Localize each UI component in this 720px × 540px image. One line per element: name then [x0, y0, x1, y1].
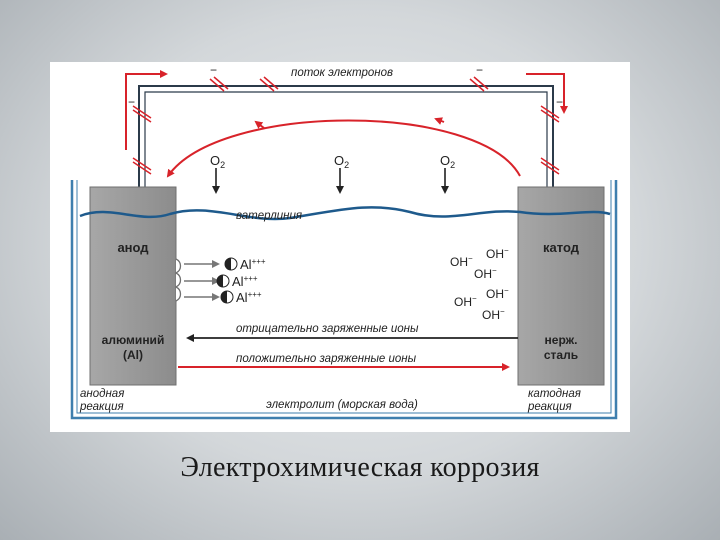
oxygen-label-3: O2	[440, 153, 455, 170]
al-ion-label-1: Al+++	[240, 257, 266, 272]
anode-pits	[174, 258, 182, 302]
oxygen-arrows	[212, 168, 449, 194]
anode-material-line1: алюминий	[102, 333, 165, 347]
electron-flow-arrow-left	[125, 70, 168, 150]
hydroxide-label-5: OH−	[454, 294, 477, 309]
cathode-reaction-line1: катодная	[528, 388, 581, 400]
cathode-title: катод	[543, 240, 580, 255]
negative-ions-label: отрицательно заряженные ионы	[236, 323, 419, 335]
hydroxide-label-3: OH−	[474, 266, 497, 281]
hydroxide-label-2: OH−	[486, 246, 509, 261]
electron-flow-label: поток электронов	[291, 67, 393, 79]
oxygen-label-1: O2	[210, 153, 225, 170]
cathode-plate	[517, 186, 605, 386]
electron-sign-4: −	[556, 95, 563, 109]
al-ion-markers	[216, 257, 238, 304]
anode-material-line2: (Al)	[123, 348, 143, 362]
anode-plate	[89, 186, 177, 386]
hydroxide-label-6: OH−	[482, 307, 505, 322]
electron-sign-2: −	[476, 63, 483, 77]
anode-title: анод	[117, 240, 149, 255]
diagram-canvas: поток электронов − − − − O2 O2 O2 ватерл…	[70, 63, 618, 420]
wire-inner	[144, 91, 548, 188]
positive-ions-label: положительно заряженные ионы	[236, 353, 417, 365]
corrosion-diagram: поток электронов − − − − O2 O2 O2 ватерл…	[50, 62, 630, 432]
al-ion-label-3: Al+++	[236, 290, 262, 305]
current-arc-head-mid	[254, 120, 265, 129]
electron-flow-arrow-right	[526, 73, 568, 114]
al-ion-label-2: Al+++	[232, 274, 258, 289]
current-arc-arrow	[166, 119, 521, 178]
tank-outline	[70, 180, 618, 420]
hydroxide-label-4: OH−	[486, 286, 509, 301]
waterline-wave	[79, 206, 611, 221]
anode-reaction-line1: анодная	[80, 388, 124, 400]
cathode-material-line2: сталь	[544, 348, 578, 362]
electron-marks	[132, 76, 560, 175]
current-arc-head-right	[434, 117, 445, 125]
electrolyte-label: электролит (морская вода)	[266, 399, 418, 411]
slide-caption: Электрохимическая коррозия	[180, 452, 540, 483]
tank-inner-outline	[76, 180, 612, 414]
waterline-label: ватерлиния	[236, 210, 302, 222]
wire-outer	[138, 85, 554, 188]
al-ion-arrows	[184, 260, 220, 301]
hydroxide-label-1: OH−	[450, 254, 473, 269]
electron-sign-1: −	[210, 63, 217, 77]
cathode-material-line1: нерж.	[545, 333, 578, 347]
anode-reaction-line2: реакция	[79, 401, 124, 413]
cathode-reaction-line2: реакция	[527, 401, 572, 413]
oxygen-label-2: O2	[334, 153, 349, 170]
electron-sign-3: −	[128, 95, 135, 109]
